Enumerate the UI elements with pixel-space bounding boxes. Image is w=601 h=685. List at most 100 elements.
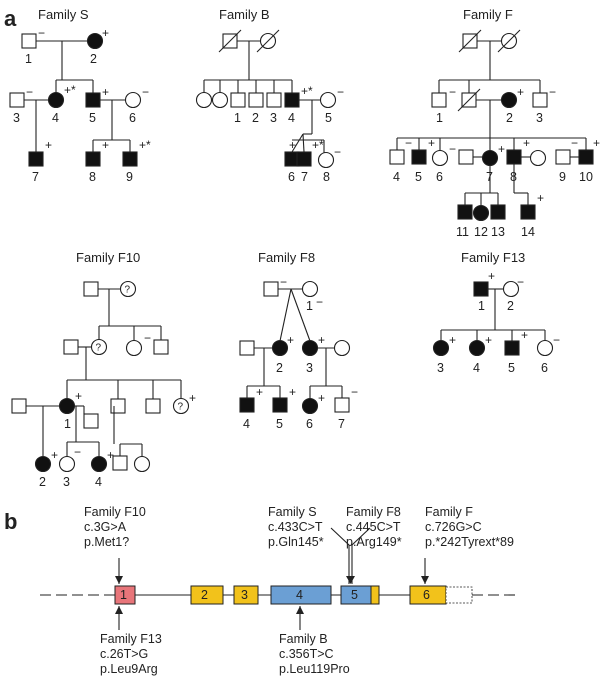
svg-text:1: 1 (306, 299, 313, 313)
svg-text:2: 2 (201, 588, 208, 602)
family-f-ind-8 (506, 149, 522, 165)
family-f10-ind-2 (34, 455, 52, 473)
anno-b-cdna: c.356T>C (279, 647, 334, 661)
anno-b-family: Family B (279, 632, 328, 646)
svg-text:+: + (523, 136, 530, 150)
svg-text:2: 2 (507, 299, 514, 313)
anno-b-protein: p.Leu119Pro (279, 662, 350, 676)
family-s-ind-8 (85, 151, 101, 167)
family-f-pedigree: Family F − + − 1 2 3 (389, 7, 600, 239)
family-f-ind-6 (431, 149, 449, 167)
svg-text:+: + (256, 385, 263, 399)
svg-text:2: 2 (276, 361, 283, 375)
family-s-ind-6 (124, 91, 142, 109)
svg-text:+: + (517, 85, 524, 99)
panel-a-label: a (4, 6, 17, 31)
family-f-ind-13 (490, 204, 506, 220)
svg-text:5: 5 (415, 170, 422, 184)
anno-s-family: Family S (268, 505, 317, 519)
svg-text:6: 6 (288, 170, 295, 184)
svg-text:10: 10 (579, 170, 593, 184)
svg-text:13: 13 (491, 225, 505, 239)
family-s-ind-1 (21, 33, 37, 49)
anno-f10-family: Family F10 (84, 505, 146, 519)
family-s-ind-5 (85, 92, 101, 108)
svg-text:?: ? (125, 285, 131, 296)
family-f8-ind-7 (334, 397, 350, 413)
exon-6-utr (445, 586, 473, 604)
svg-text:4: 4 (288, 111, 295, 125)
family-f13-pedigree: Family F13 + − 1 2 + + + − 3 4 5 6 (432, 250, 560, 375)
svg-text:+: + (289, 138, 296, 152)
family-s-title: Family S (38, 7, 89, 22)
exon-1 (114, 585, 136, 605)
svg-text:5: 5 (351, 588, 358, 602)
exon-2 (190, 585, 224, 605)
family-f-ind-9 (555, 149, 571, 165)
svg-text:+: + (107, 448, 114, 462)
svg-text:−: − (449, 142, 456, 156)
family-f-ind-3 (532, 92, 548, 108)
family-f8-ind-2 (271, 339, 289, 357)
arrow-s (330, 527, 350, 584)
svg-text:3: 3 (241, 588, 248, 602)
family-f-ind-2 (500, 91, 518, 109)
anno-f10-protein: p.Met1? (84, 535, 129, 549)
svg-text:3: 3 (63, 475, 70, 489)
exon-3 (233, 585, 259, 605)
svg-text:8: 8 (323, 170, 330, 184)
family-f13-ind-5 (504, 340, 520, 356)
svg-text:9: 9 (559, 170, 566, 184)
svg-text:6: 6 (306, 417, 313, 431)
svg-text:1: 1 (234, 111, 241, 125)
anno-f-cdna: c.726G>C (425, 520, 482, 534)
anno-f8-protein: p.Arg149* (346, 535, 402, 549)
svg-text:6: 6 (436, 170, 443, 184)
svg-text:7: 7 (301, 170, 308, 184)
svg-text:−: − (337, 85, 344, 99)
svg-text:+: + (75, 389, 82, 403)
svg-text:−: − (517, 275, 524, 289)
svg-text:4: 4 (243, 417, 250, 431)
svg-text:−: − (26, 85, 33, 99)
family-s-ind-4 (47, 91, 65, 109)
svg-text:4: 4 (473, 361, 480, 375)
anno-f13-family: Family F13 (100, 632, 162, 646)
svg-text:−: − (571, 136, 578, 150)
gene-structure: 1 2 3 4 5 6 (40, 585, 520, 605)
anno-s-cdna: c.433C>T (268, 520, 323, 534)
family-f8-pedigree: Family F8 − − 1 + + 2 3 + + + − 4 (239, 250, 358, 431)
svg-text:+: + (289, 385, 296, 399)
svg-text:3: 3 (13, 111, 20, 125)
family-s-ind-2 (86, 32, 104, 50)
anno-f10-cdna: c.3G>A (84, 520, 127, 534)
svg-text:+: + (189, 391, 196, 405)
family-f-ind-11 (457, 204, 473, 220)
family-f10-ind-1 (58, 397, 76, 415)
anno-f-family: Family F (425, 505, 473, 519)
svg-text:+*: +* (139, 138, 151, 152)
panel-b-label: b (4, 509, 17, 534)
family-f10-title: Family F10 (76, 250, 140, 265)
family-f8-ind-6 (301, 397, 319, 415)
svg-text:+: + (287, 333, 294, 347)
anno-f8-family: Family F8 (346, 505, 401, 519)
svg-text:+: + (51, 448, 58, 462)
family-b-ind-1 (230, 92, 246, 108)
family-f13-title: Family F13 (461, 250, 525, 265)
exon-4 (270, 585, 332, 605)
family-f10-ind-3 (58, 455, 76, 473)
svg-text:+: + (488, 269, 495, 283)
family-f8-ind-5 (272, 397, 288, 413)
family-f13-ind-4 (468, 339, 486, 357)
svg-text:−: − (280, 275, 287, 289)
svg-text:+: + (485, 333, 492, 347)
svg-text:1: 1 (120, 588, 127, 602)
family-f-ind-14 (520, 204, 536, 220)
svg-text:9: 9 (126, 170, 133, 184)
svg-text:4: 4 (52, 111, 59, 125)
family-f10-pedigree: Family F10 ? ? − ? + + 1 (11, 250, 196, 489)
svg-text:+: + (45, 138, 52, 152)
svg-text:5: 5 (276, 417, 283, 431)
